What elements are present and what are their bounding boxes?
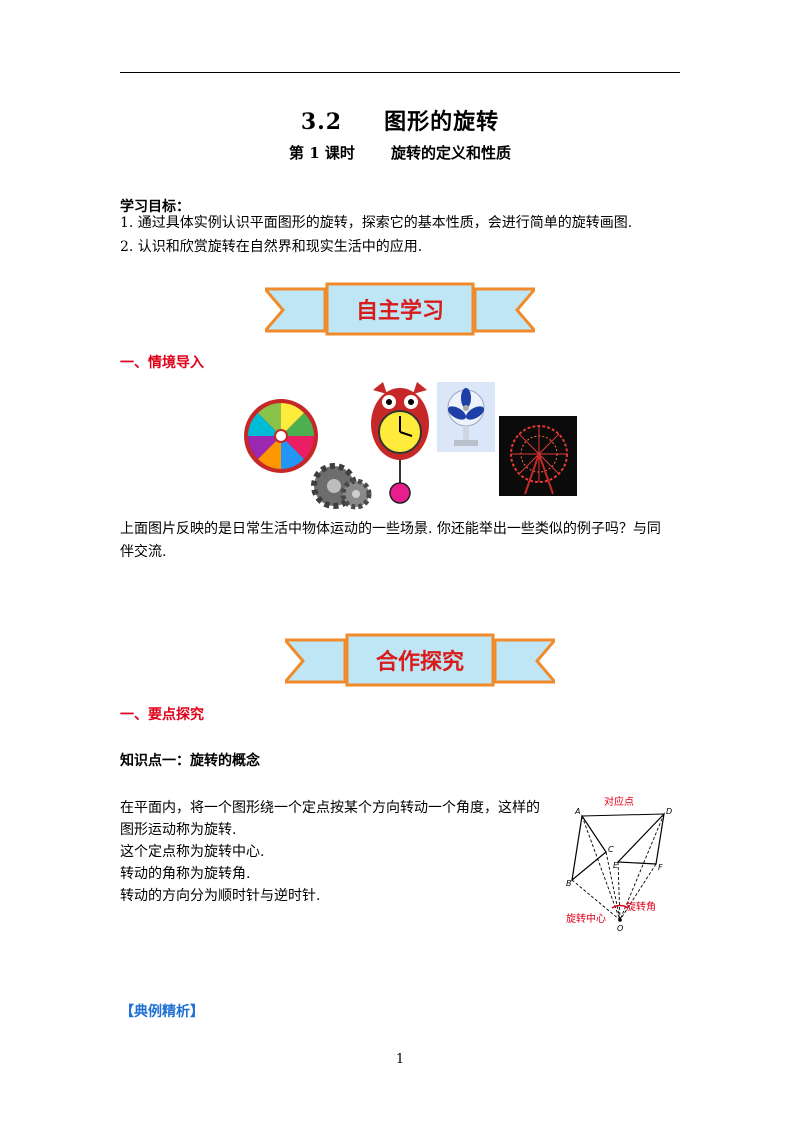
ribbon-banner-icon (281, 633, 559, 687)
top-rule (120, 72, 680, 73)
definition-line-4: 转动的角称为旋转角. (120, 866, 251, 882)
definition-line-5: 转动的方向分为顺时针与逆时针. (120, 888, 321, 904)
definition-line-1: 在平面内，将一个图形绕一个定点按某个方向转动一个角度，这样的 (120, 800, 540, 816)
rotation-center-label: 旋转中心 (566, 912, 606, 925)
gears-icon (311, 463, 372, 510)
point-b-label: B (566, 879, 572, 888)
segment-ad (581, 813, 665, 817)
goal-item-2: 2. 认识和欣赏旋转在自然界和现实生活中的应用. (120, 239, 423, 255)
point-d-label: D (666, 807, 672, 816)
banner-label: 自主学习 (355, 299, 444, 324)
intro-heading: 一、情境导入 (120, 355, 204, 371)
page-title: 3.2 图形的旋转 (0, 104, 800, 136)
rotation-angle-label: 旋转角 (626, 900, 656, 913)
definition-line-2: 图形运动称为旋转. (120, 822, 237, 838)
triangle-def (616, 812, 665, 865)
triangle-abc (571, 814, 607, 882)
owl-clock-icon (371, 382, 429, 504)
banner-cooperate: 合作探究 (281, 632, 559, 688)
page-number: 1 (395, 1052, 405, 1067)
point-c-label: C (608, 845, 614, 854)
intro-text-line1: 上面图片反映的是日常生活中物体运动的一些场景. 你还能举出一些类似的例子吗？与同 (120, 521, 661, 537)
definition-line-3: 这个定点称为旋转中心. (120, 844, 265, 860)
goal-item-1: 1. 通过具体实例认识平面图形的旋转，探索它的基本性质，会进行简单的旋转画图. (120, 215, 633, 231)
banner-self-study: 自主学习 (261, 281, 539, 337)
knowledge-heading: 知识点一：旋转的概念 (120, 753, 260, 769)
corresponding-points-label: 对应点 (604, 795, 634, 808)
lesson-label: 第 1 课时 (289, 144, 355, 162)
point-a-label: A (574, 807, 580, 816)
intro-text-line2: 伴交流. (120, 544, 167, 560)
explore-heading: 一、要点探究 (120, 707, 204, 723)
rotation-diagram: A B C D E F O 对应点 旋转中心 旋转角 (566, 795, 672, 933)
point-e-label: E (613, 861, 619, 870)
prize-wheel-icon (244, 399, 318, 473)
point-f-label: F (658, 863, 663, 872)
section-number: 3.2 (300, 109, 343, 135)
example-heading: 【典例精析】 (120, 1004, 204, 1020)
ferris-wheel-icon (499, 416, 577, 496)
page-subtitle: 第 1 课时 旋转的定义和性质 (0, 142, 800, 163)
banner-label: 合作探究 (375, 650, 464, 675)
point-o-label: O (617, 924, 623, 933)
rotation-angle-arc (611, 904, 629, 909)
goals-heading: 学习目标： (120, 199, 190, 215)
section-title: 图形的旋转 (384, 109, 500, 135)
lesson-title: 旋转的定义和性质 (390, 144, 511, 162)
electric-fan-icon (437, 382, 495, 452)
ribbon-banner-icon (261, 282, 539, 336)
